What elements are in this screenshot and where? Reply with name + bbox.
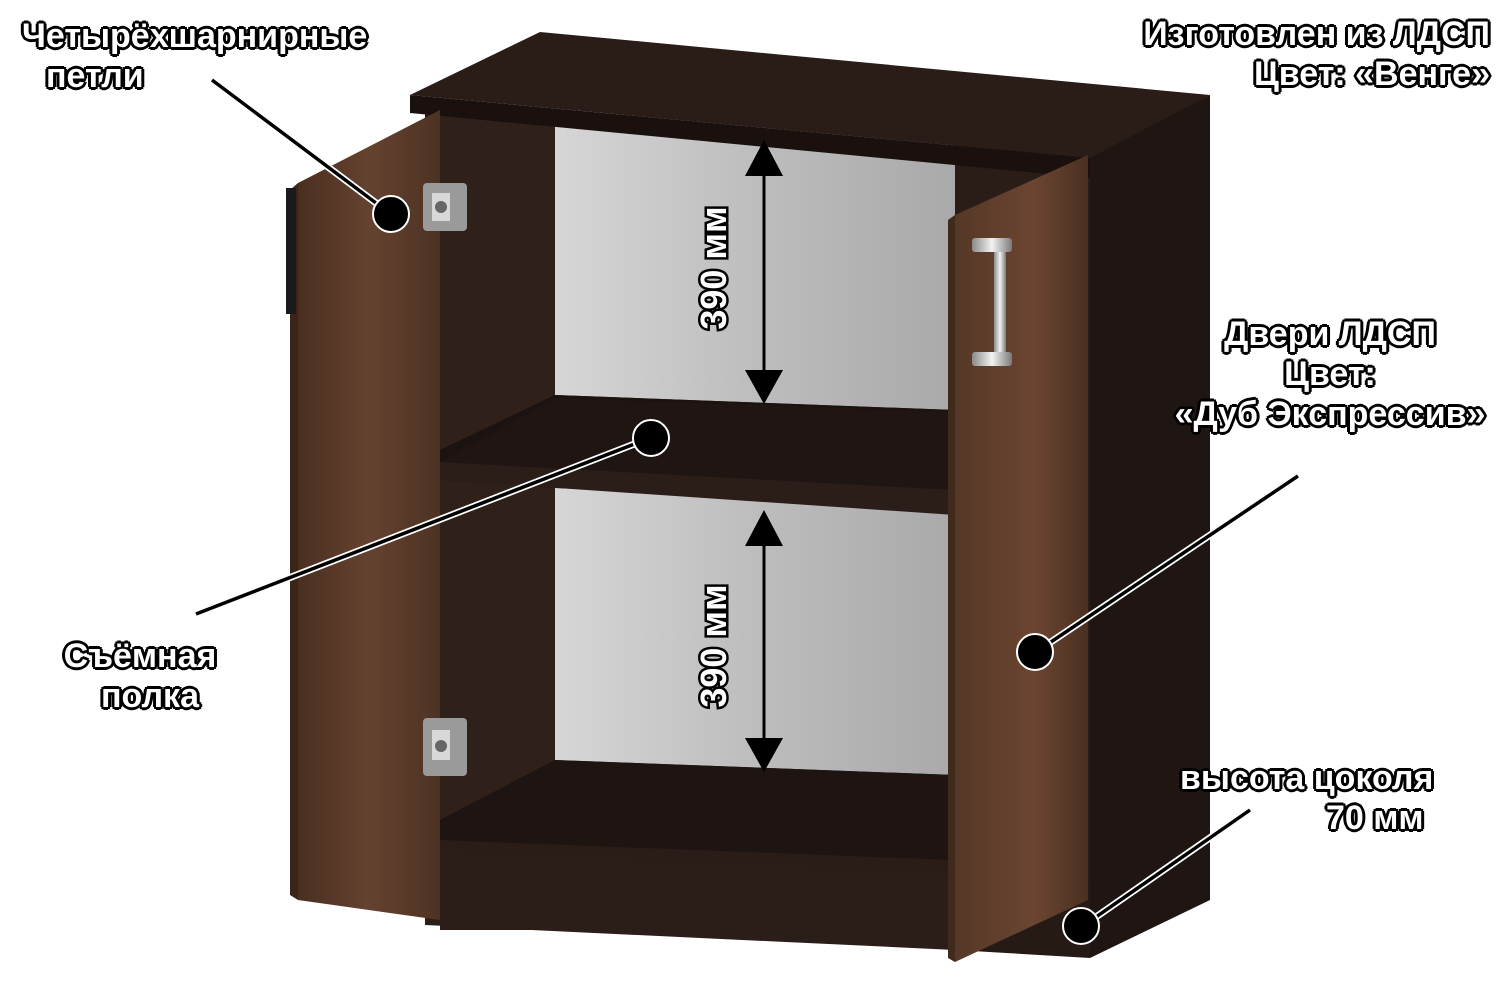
- label-shelf-line1: Съёмная: [63, 637, 217, 675]
- dimension-lower-label: 390 мм: [693, 584, 734, 707]
- inner-left-wall-upper: [440, 115, 555, 450]
- callout-doors: [1016, 473, 1300, 671]
- back-panel-lower: [555, 488, 955, 775]
- label-material-line1: Изготовлен из ЛДСП: [1143, 15, 1490, 53]
- label-shelf: Съёмная полка: [40, 636, 240, 716]
- label-hinges: Четырёхшарнирные петли: [22, 16, 367, 96]
- label-material-line2: Цвет: «Венге»: [1253, 55, 1490, 93]
- label-plinth: высота цоколя 70 мм: [1180, 758, 1433, 838]
- back-panel-upper: [555, 115, 955, 410]
- arrowhead-up-icon: [745, 510, 783, 546]
- label-hinges-line1: Четырёхшарнирные: [22, 17, 368, 55]
- callout-plinth: [1062, 807, 1252, 945]
- dimension-upper: 390 мм: [691, 140, 783, 404]
- top-panel-front-edge: [410, 95, 1090, 178]
- label-material: Изготовлен из ЛДСП Цвет: «Венге»: [1143, 14, 1490, 94]
- left-door: [286, 110, 467, 920]
- label-doors-line1: Двери ЛДСП: [1224, 315, 1436, 353]
- callouts: [194, 77, 1300, 945]
- left-door-panel: [298, 110, 440, 920]
- right-side-panel: [1090, 95, 1210, 958]
- label-plinth-line2: 70 мм: [1326, 799, 1424, 837]
- label-plinth-line1: высота цоколя: [1180, 759, 1434, 797]
- hinge-upper-icon: [423, 183, 467, 231]
- label-shelf-line2: полка: [101, 677, 199, 715]
- arrowhead-down-icon: [745, 738, 783, 772]
- right-door-handle: [972, 238, 1012, 366]
- left-door-handle: [286, 188, 296, 314]
- label-hinges-line2: петли: [46, 57, 144, 95]
- inner-left-wall-lower: [440, 480, 555, 820]
- left-door-edge: [290, 183, 298, 900]
- arrowhead-up-icon: [745, 140, 783, 176]
- shelf-front: [440, 462, 955, 515]
- callout-hinges: [209, 77, 410, 233]
- dimension-lower: 390 мм: [691, 510, 783, 772]
- hinge-lower-icon: [423, 718, 467, 776]
- label-doors-line3: «Дуб Экспрессив»: [1174, 395, 1486, 433]
- right-door: [948, 155, 1088, 962]
- top-panel: [410, 32, 1210, 158]
- right-door-panel: [955, 155, 1088, 962]
- label-doors-line2: Цвет:: [1284, 355, 1376, 393]
- bottom-panel: [440, 760, 955, 860]
- plinth: [425, 850, 955, 950]
- callout-shelf: [194, 419, 670, 618]
- dimension-upper-label: 390 мм: [693, 206, 734, 329]
- label-doors: Двери ЛДСП Цвет: «Дуб Экспрессив»: [1160, 314, 1500, 434]
- cabinet-body: [410, 32, 1210, 958]
- arrowhead-down-icon: [745, 370, 783, 404]
- right-door-edge: [948, 215, 955, 962]
